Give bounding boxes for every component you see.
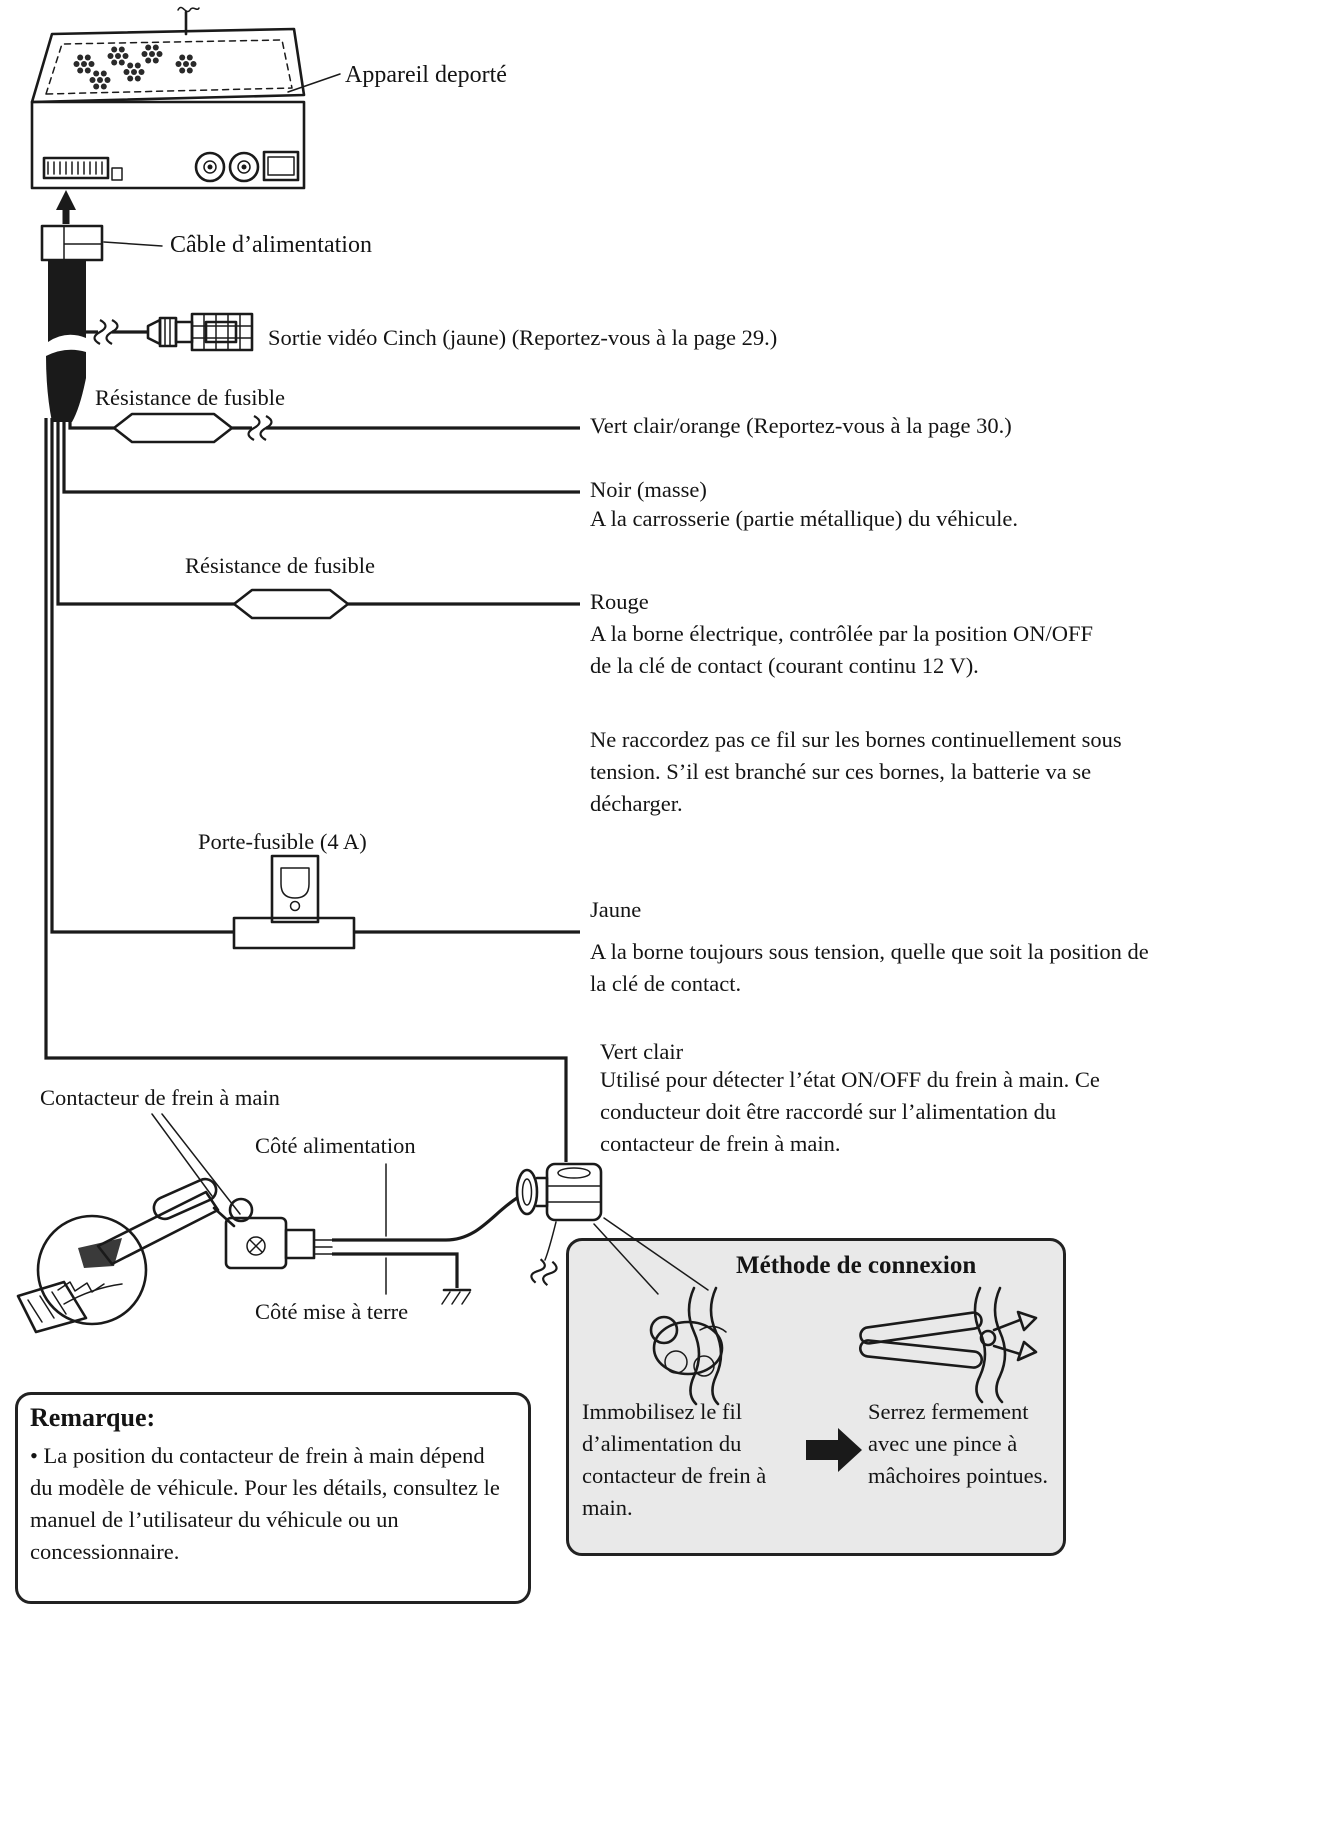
jaune-title: Jaune bbox=[590, 897, 642, 922]
jaune-wire bbox=[50, 418, 234, 934]
vert-clair-title: Vert clair bbox=[600, 1039, 684, 1064]
resistance-fusible-1-label: Résistance de fusible bbox=[95, 385, 285, 410]
vert-clair-orange-label: Vert clair/orange (Reportez-vous à la pa… bbox=[590, 413, 1012, 438]
up-arrow bbox=[56, 190, 76, 224]
rouge-warning: Ne raccordez pas ce fil sur les bornes c… bbox=[590, 727, 1122, 816]
porte-fusible-label: Porte-fusible (4 A) bbox=[198, 829, 367, 854]
connector-tail-wire bbox=[544, 1221, 557, 1261]
fuse-resistor-1 bbox=[112, 412, 234, 444]
noir-wire bbox=[62, 418, 580, 494]
rouge-wire bbox=[56, 418, 234, 606]
cable-alimentation-label: Câble d’alimentation bbox=[170, 232, 372, 258]
cinch-connector-illustration bbox=[146, 312, 254, 352]
remarque-box bbox=[15, 1392, 531, 1604]
methode-title: Méthode de connexion bbox=[736, 1252, 977, 1279]
appareil-leader-line bbox=[287, 73, 341, 93]
inline-connector-illustration bbox=[515, 1162, 603, 1222]
noir-title: Noir (masse) bbox=[590, 477, 707, 502]
appareil-deporte-label: Appareil deporté bbox=[345, 62, 507, 88]
vert-clair-wire bbox=[44, 418, 568, 1162]
power-cable bbox=[46, 260, 86, 422]
methode-step1-illustration bbox=[649, 1286, 727, 1406]
rouge-title: Rouge bbox=[590, 589, 649, 614]
sortie-video-label: Sortie vidéo Cinch (jaune) (Reportez-vou… bbox=[268, 325, 778, 350]
connector-leader-lines bbox=[593, 1217, 709, 1295]
methode-box bbox=[566, 1238, 1066, 1556]
fuse-resistor-2 bbox=[232, 588, 350, 620]
remote-unit-illustration bbox=[30, 6, 306, 190]
switch-ground-wire bbox=[332, 1252, 459, 1288]
methode-step2-text: Serrez fermement avec une pince à mâchoi… bbox=[868, 1399, 1048, 1488]
switch-power-wire bbox=[332, 1196, 518, 1242]
power-connector-illustration bbox=[40, 224, 104, 262]
jaune-desc: A la borne toujours sous tension, quelle… bbox=[590, 939, 1149, 996]
contacteur-label: Contacteur de frein à main bbox=[40, 1085, 280, 1110]
rouge-desc: A la borne électrique, contrôlée par la … bbox=[590, 621, 1093, 678]
methode-step2-illustration bbox=[858, 1286, 1038, 1404]
fuse-holder-illustration bbox=[232, 854, 356, 950]
cote-terre-label: Côté mise à terre bbox=[255, 1299, 409, 1324]
vert-orange-wire bbox=[68, 418, 114, 430]
remarque-text: • La position du contacteur de frein à m… bbox=[30, 1443, 500, 1564]
handbrake-illustration bbox=[16, 1177, 333, 1334]
step-arrow-icon bbox=[806, 1428, 862, 1472]
cable-leader-line bbox=[103, 241, 163, 247]
methode-step1-text: Immobilisez le fil d’alimentation du con… bbox=[582, 1399, 767, 1520]
remarque-title: Remarque: bbox=[30, 1403, 156, 1432]
vert-clair-desc: Utilisé pour détecter l’état ON/OFF du f… bbox=[600, 1067, 1100, 1156]
cote-alimentation-label: Côté alimentation bbox=[255, 1133, 416, 1158]
noir-desc: A la carrosserie (partie métallique) du … bbox=[590, 506, 1018, 531]
ground-symbol bbox=[441, 1288, 472, 1305]
resistance-fusible-2-label: Résistance de fusible bbox=[185, 553, 375, 578]
contacteur-leader-lines bbox=[151, 1113, 241, 1215]
